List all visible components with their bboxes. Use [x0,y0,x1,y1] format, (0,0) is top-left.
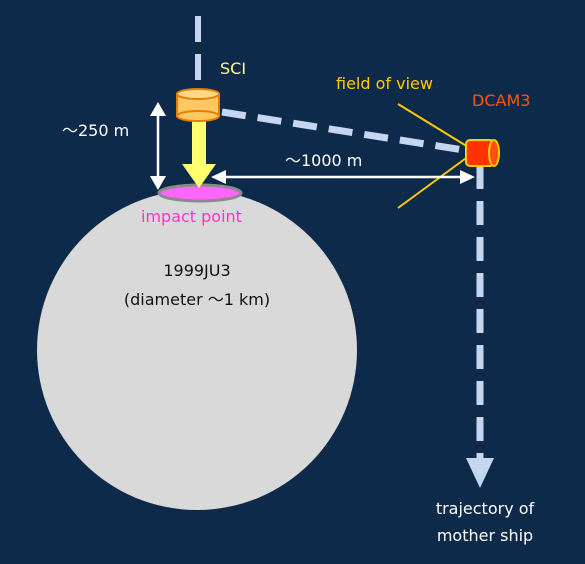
trajectory-label-line1: trajectory of [436,499,535,518]
asteroid-size-label: (diameter ～1 km) [124,290,270,309]
trajectory-label-line2: mother ship [437,526,533,545]
field-of-view-label: field of view [336,74,433,93]
fov-line-upper [397,103,474,151]
fov-line-lower [397,152,474,209]
altitude-label: ～250 m [62,121,129,140]
altitude-arrow-head-bottom [150,176,166,190]
impact-point-marker [157,183,243,203]
impact-point-label: impact point [141,207,242,226]
trajectory-arrowhead [466,458,494,488]
impact-arrow-head [182,164,216,188]
altitude-arrow-head-top [150,102,166,116]
asteroid-name-label: 1999JU3 [163,261,230,280]
trajectory-diagonal-segment [221,108,477,156]
sci-impactor-icon [176,88,220,122]
distance-label: ～1000 m [285,151,362,170]
sci-label: SCI [220,59,246,78]
distance-arrow-head-left [211,170,226,184]
dcam3-label: DCAM3 [472,91,530,110]
impact-arrow-shaft [192,118,206,166]
dcam3-camera-icon [465,139,500,167]
asteroid-body [37,190,357,510]
distance-arrow-head-right [460,170,475,184]
